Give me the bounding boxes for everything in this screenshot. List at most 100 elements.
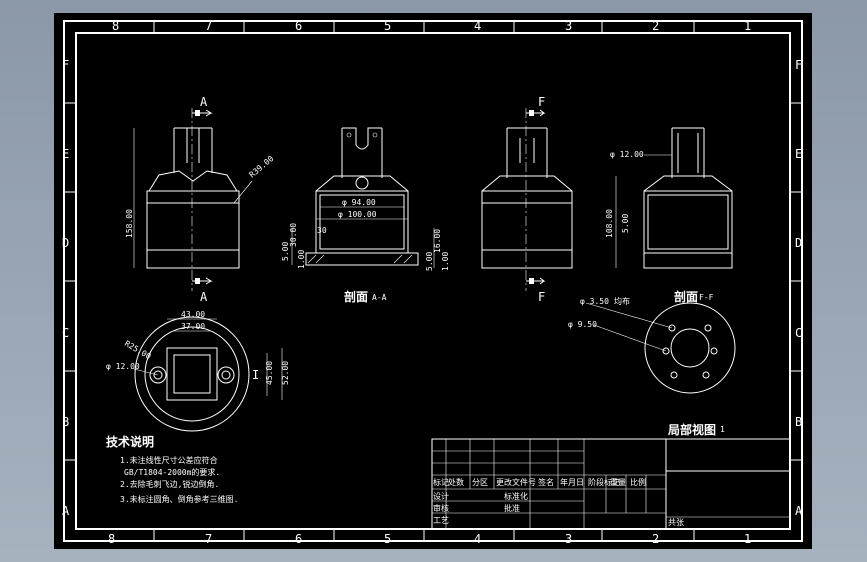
caption-ff: 剖面 (674, 289, 698, 304)
notes-item: 2.去除毛刺飞边,锐边倒角. (120, 479, 219, 489)
inner-border (75, 32, 791, 530)
dim-r39: R39.00 (248, 154, 276, 180)
zone-label-left: F (62, 58, 69, 72)
dim-37: 37.00 (181, 322, 205, 331)
ff-shoulder (643, 175, 733, 192)
zone-label-top: 6 (295, 19, 302, 33)
notes-heading: 技术说明 (106, 434, 154, 449)
dim-r39-leader (233, 180, 253, 204)
zone-ticks (64, 21, 802, 541)
zone-label-bottom: 6 (295, 532, 302, 546)
side-view: F F (481, 95, 573, 304)
bottom-hole (702, 371, 710, 379)
top-boss-left-hole (153, 370, 163, 380)
dim-d350-leader (585, 302, 673, 329)
zone-label-right: B (795, 415, 802, 429)
cad-viewport[interactable]: 8 7 6 5 4 3 2 1 8 7 6 5 4 3 2 1 F E D C … (54, 13, 812, 549)
dim-45: 45.00 (265, 361, 274, 385)
zone-label-left: B (62, 415, 69, 429)
dim-left-2: 5.00 (281, 242, 290, 261)
scale-mark: 1 (720, 425, 725, 434)
mid-label: 比例 (630, 477, 646, 487)
bottom-hole (662, 347, 670, 355)
zone-label-left: D (62, 236, 69, 250)
dim-d350: φ 3.50 (580, 297, 609, 306)
section-label-a-bottom: A (200, 290, 208, 304)
zone-label-bottom: 5 (384, 532, 391, 546)
dim-left-3: 1.00 (297, 250, 306, 269)
top-square-inner (173, 354, 211, 394)
aa-bracket (341, 127, 383, 178)
section-arrow-a-bottom (192, 277, 213, 285)
aa-base (305, 252, 419, 266)
part-name: 局部视图 (668, 422, 716, 437)
dim-d950: φ 9.50 (568, 320, 597, 329)
zone-labels-top: 8 7 6 5 4 3 2 1 (112, 19, 751, 33)
section-arrow-a-top (192, 109, 213, 117)
zone-label-bottom: 1 (744, 532, 751, 546)
section-ff-view: φ 12.00 108.00 5.00 剖面 F-F (605, 127, 733, 304)
dim-top-d12-line (133, 368, 159, 376)
zone-label-left: C (62, 326, 69, 340)
section-label-a-top: A (200, 95, 208, 109)
caption-ff-suffix: F-F (699, 293, 714, 302)
dim-158: 158.00 (125, 209, 134, 238)
dim-d94: φ 94.00 (342, 198, 376, 207)
section-arrow-a-top-mark (195, 110, 200, 116)
zone-label-bottom: 7 (205, 532, 212, 546)
zone-label-right: F (795, 58, 802, 72)
role-label: 审核 (433, 503, 449, 513)
top-boss-right-hole (221, 370, 231, 380)
zone-label-bottom: 3 (565, 532, 572, 546)
aa-pin (355, 176, 369, 190)
notes-item: 3.未标注圆角、倒角参考三维图. (120, 494, 238, 504)
mark-i: I (252, 368, 259, 382)
section-arrow-f-top-mark (529, 110, 534, 116)
zone-labels-left: F E D C B A (62, 58, 70, 518)
title-block-frame (431, 438, 791, 530)
row-label: 签名 (538, 477, 554, 487)
row-label: 处数 (448, 477, 464, 487)
top-square (166, 347, 218, 401)
dim-left-1: 30.00 (289, 223, 298, 247)
std-label: 标准化 (504, 491, 528, 501)
top-inner-circle (144, 326, 240, 422)
front-shoulder (148, 170, 238, 192)
side-bracket (506, 127, 548, 178)
bottom-hole (710, 347, 718, 355)
notes-item: 1.未注线性尺寸公差应符合 (120, 455, 218, 465)
caption-aa: 剖面 (344, 289, 368, 304)
zone-label-left: A (62, 504, 70, 518)
bottom-hole (704, 324, 712, 332)
zone-label-top: 8 (112, 19, 119, 33)
dim-108: 108.00 (605, 209, 614, 238)
row-label: 分区 (472, 478, 488, 487)
dim-r25: R25.00 (123, 339, 153, 361)
zone-label-left: E (62, 147, 69, 161)
section-arrow-a-bottom-mark (195, 278, 200, 284)
zone-label-right: A (795, 504, 803, 518)
section-arrow-f-bottom (526, 277, 546, 285)
zone-label-top: 1 (744, 19, 751, 33)
aa-hatch (307, 254, 413, 264)
aa-hole-right (372, 132, 378, 138)
zone-labels-right: F E D C B A (795, 58, 803, 518)
dim-right-2: 5.00 (425, 252, 434, 271)
zone-label-right: C (795, 326, 802, 340)
zone-label-bottom: 8 (108, 532, 115, 546)
bottom-hole (668, 324, 676, 332)
front-tube (173, 127, 213, 173)
bottom-view: φ 3.50 均布 φ 9.50 (568, 296, 736, 394)
technical-notes: 技术说明 1.未注线性尺寸公差应符合 GB/T1804-2000m的要求. 2.… (106, 434, 238, 504)
dim-d350-suffix: 均布 (614, 296, 630, 306)
top-boss-right (217, 366, 235, 384)
dim-43: 43.00 (181, 310, 205, 319)
zone-label-bottom: 4 (474, 532, 481, 546)
section-label-f-top: F (538, 95, 545, 109)
zone-label-top: 7 (205, 19, 212, 33)
section-aa-view: φ 94.00 φ 100.00 30 30.00 5.00 1.00 16.0… (281, 127, 450, 304)
top-outer-circle (134, 316, 250, 432)
zone-label-top: 4 (474, 19, 481, 33)
notes-item: GB/T1804-2000m的要求. (124, 467, 220, 477)
dim-right-1: 16.00 (433, 229, 442, 253)
